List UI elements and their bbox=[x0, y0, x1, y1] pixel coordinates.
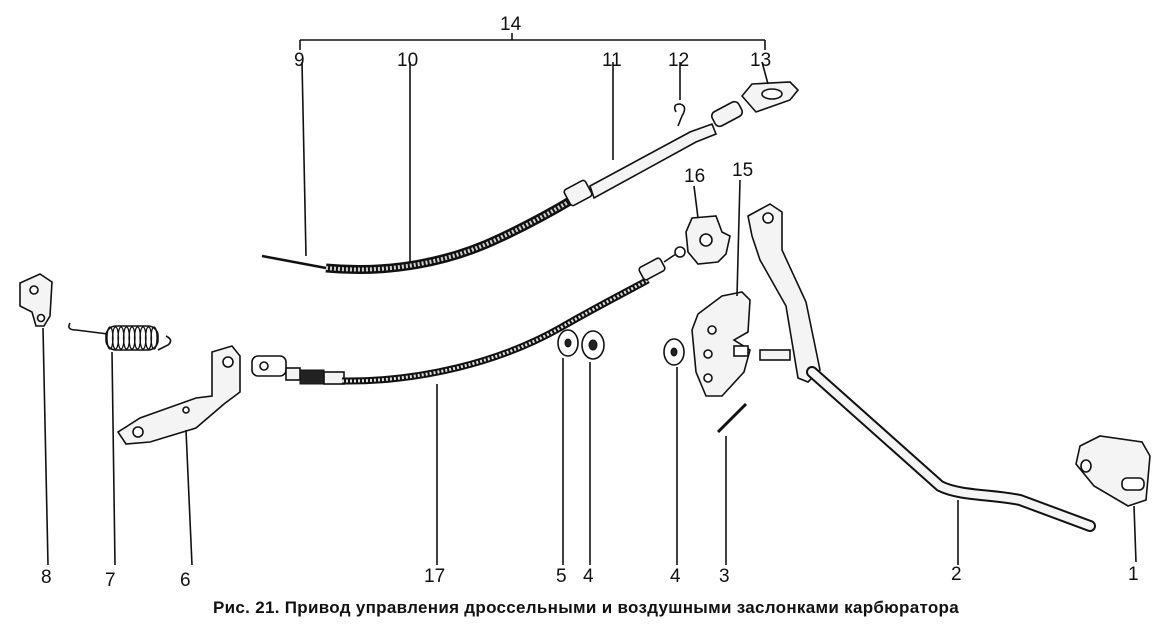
label-9: 9 bbox=[294, 50, 305, 71]
label-6: 6 bbox=[180, 570, 191, 591]
part-8-bracket bbox=[19, 273, 53, 566]
part-4-washer-left bbox=[581, 330, 605, 565]
part-13-cable-end bbox=[710, 61, 800, 128]
part-9-10-upper-cable bbox=[261, 61, 578, 274]
spring-coil bbox=[150, 326, 158, 350]
part-15-bracket bbox=[691, 179, 751, 397]
part-2-pedal-lever bbox=[747, 203, 1096, 565]
label-14: 14 bbox=[500, 14, 522, 35]
label-13: 13 bbox=[750, 50, 771, 71]
part-12-clip bbox=[673, 62, 686, 127]
label-11: 11 bbox=[602, 50, 622, 71]
label-12: 12 bbox=[668, 50, 689, 71]
part-11-sleeve bbox=[563, 62, 718, 207]
label-1: 1 bbox=[1128, 564, 1139, 585]
label-4-right: 4 bbox=[670, 566, 681, 587]
part-17-cable bbox=[251, 246, 686, 565]
part-3-pin bbox=[716, 402, 748, 565]
part-6-bracket bbox=[116, 345, 241, 566]
label-10: 10 bbox=[397, 50, 418, 71]
part-7-spring bbox=[68, 322, 172, 566]
label-15: 15 bbox=[732, 160, 753, 181]
part-4-washer-right bbox=[663, 338, 685, 565]
part-5-washer bbox=[557, 329, 579, 565]
label-5: 5 bbox=[556, 566, 567, 587]
label-17: 17 bbox=[424, 566, 445, 587]
group-bracket-14 bbox=[299, 33, 766, 50]
part-labels: 1 2 3 4 4 5 17 6 7 8 9 10 11 12 13 14 15… bbox=[41, 14, 1139, 591]
part-1-pedal-pad bbox=[1075, 435, 1151, 563]
label-7: 7 bbox=[105, 570, 116, 591]
label-2: 2 bbox=[951, 564, 962, 585]
part-16-clamp bbox=[685, 185, 731, 265]
label-4-left: 4 bbox=[583, 566, 594, 587]
label-8: 8 bbox=[41, 567, 52, 588]
figure-caption: Рис. 21. Привод управления дроссельными … bbox=[213, 598, 959, 617]
label-16: 16 bbox=[684, 166, 705, 187]
label-3: 3 bbox=[719, 566, 730, 587]
